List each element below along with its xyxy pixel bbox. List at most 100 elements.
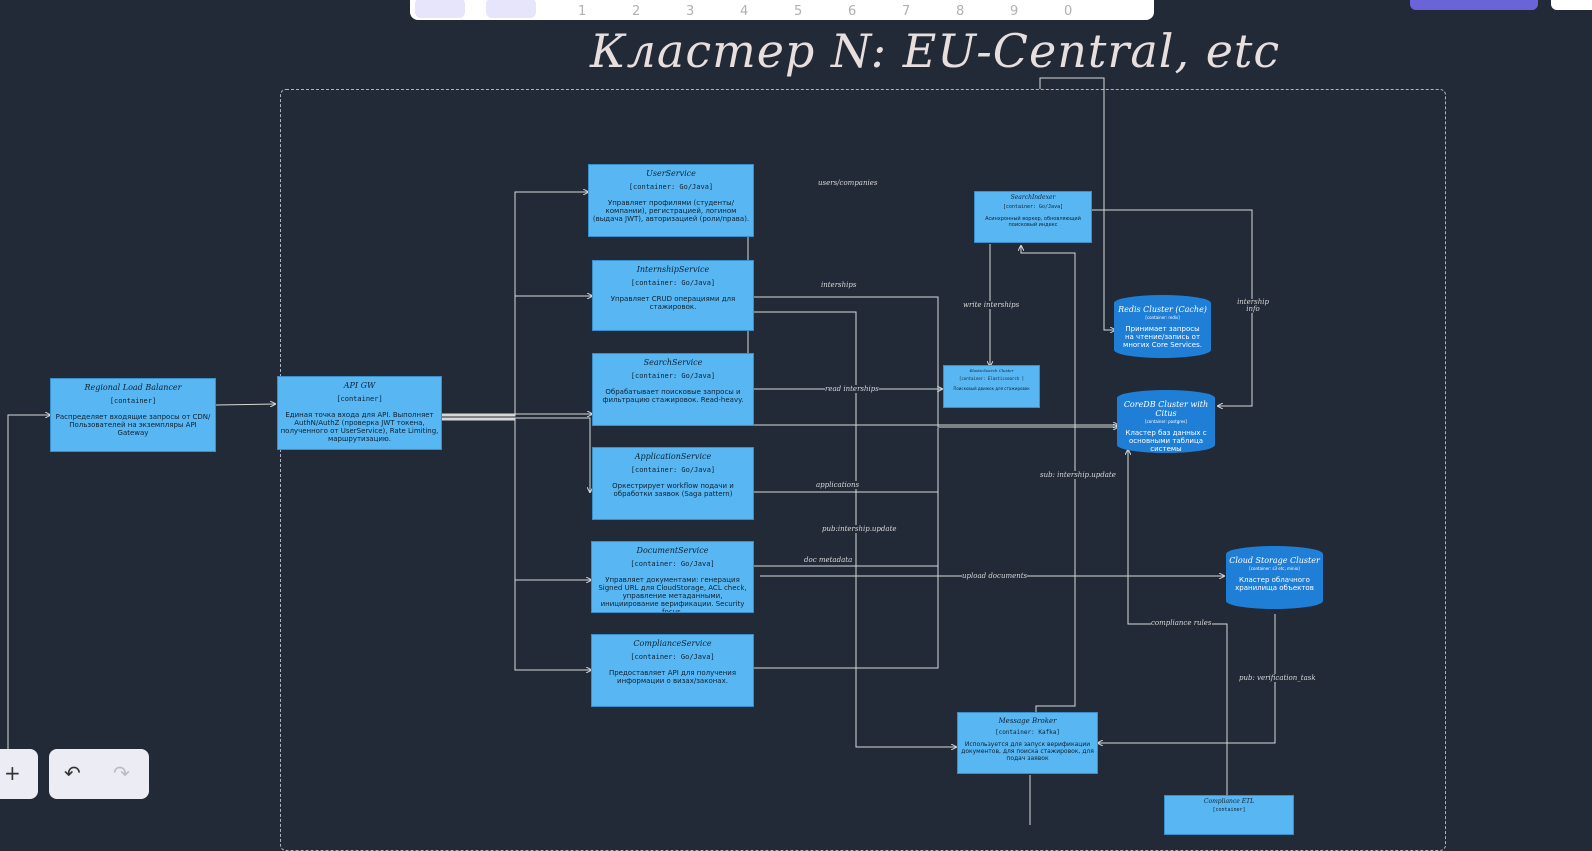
tool-key[interactable]: 7	[902, 4, 911, 19]
node-name: ComplianceService	[633, 639, 712, 648]
compliance-service[interactable]: ComplianceService [container: Go/Java] П…	[591, 634, 754, 707]
add-icon[interactable]: +	[4, 761, 21, 785]
tool-key[interactable]: 8	[956, 4, 965, 19]
node-name: API GW	[343, 381, 376, 390]
cloud-storage-cluster[interactable]: Cloud Storage Cluster [container: s3 etc…	[1226, 546, 1323, 609]
regional-load-balancer[interactable]: Regional Load Balancer [container] Распр…	[50, 378, 216, 452]
tool-key[interactable]: 3	[686, 4, 695, 19]
elasticsearch-cluster[interactable]: ElasticSearch Cluster [container: Elasti…	[943, 365, 1040, 408]
node-name: Message Broker	[998, 717, 1057, 725]
redo-icon[interactable]: ↷	[113, 761, 130, 785]
node-type: [container: Go/Java]	[1002, 204, 1064, 210]
db-name: Cloud Storage Cluster	[1229, 556, 1320, 565]
node-name: ApplicationService	[634, 452, 712, 461]
edge-intern-core	[754, 296, 1118, 427]
user-service[interactable]: UserService [container: Go/Java] Управля…	[588, 164, 754, 237]
edge-label[interactable]: pub:intership.update	[822, 525, 897, 533]
edge-api-doc	[442, 418, 591, 580]
edge-label[interactable]: pub: verification_task	[1239, 674, 1316, 682]
edge-label[interactable]: read interships	[825, 385, 879, 393]
redis-cluster[interactable]: Redis Cluster (Cache) [container: redis]…	[1114, 295, 1211, 358]
tool-key[interactable]: 0	[1064, 4, 1073, 19]
node-type: [container: Kafka]	[994, 729, 1061, 736]
node-type: [container: Go/Java]	[630, 372, 716, 380]
node-desc: Поисковый движок для стажировок	[953, 386, 1030, 391]
tool-key[interactable]: 1	[578, 4, 587, 19]
edge-label[interactable]: users/companies	[818, 179, 878, 187]
search-indexer[interactable]: SearchIndexer [container: Go/Java] Асинх…	[974, 191, 1092, 243]
api-gateway[interactable]: API GW [container] Единая точка входа дл…	[277, 376, 442, 450]
tool-key[interactable]: 9	[1010, 4, 1019, 19]
top-toolbar: 1 2 3 4 5 6 7 8 9 0	[410, 0, 1154, 20]
tool-button[interactable]	[486, 0, 536, 18]
edge-label[interactable]: write interships	[963, 301, 1020, 309]
edge-label[interactable]: intership info	[1236, 298, 1270, 313]
history-panel: ↶ ↷	[49, 749, 149, 799]
node-name: SearchIndexer	[1010, 194, 1056, 201]
node-type: [container: Elasticsearch ]	[958, 376, 1025, 381]
edge-api-app	[442, 417, 590, 492]
tool-key[interactable]: 5	[794, 4, 803, 19]
edge-comp-core	[754, 428, 939, 669]
node-type: [container]	[336, 395, 383, 403]
db-type: [container: postgres]	[1145, 419, 1187, 424]
edge-cloud-broker	[1098, 614, 1276, 743]
db-type: [container: s3 etc, minio]	[1249, 566, 1300, 571]
db-desc: Кластер облачного хранилища объектов	[1235, 576, 1314, 592]
search-service[interactable]: SearchService [container: Go/Java] Обраб…	[592, 353, 754, 426]
connectors	[7, 77, 1276, 825]
edge-api-comp	[442, 419, 591, 670]
node-desc: Управляет профилями (студенты/компании),…	[592, 199, 750, 223]
undo-icon[interactable]: ↶	[64, 761, 81, 785]
edge-broker-indexer	[1021, 246, 1076, 712]
edge-doc-core	[754, 428, 939, 567]
message-broker[interactable]: Message Broker [container: Kafka] Исполь…	[957, 712, 1098, 774]
edge-api-intern	[442, 296, 592, 417]
db-name: Redis Cluster (Cache)	[1118, 305, 1207, 314]
tool-button[interactable]	[415, 0, 465, 18]
node-type: [container]	[1212, 807, 1246, 813]
edge-label[interactable]: applications	[816, 481, 860, 489]
edge-label[interactable]: doc metadata	[804, 556, 853, 564]
node-desc: Распределяет входящие запросы от CDN/Пол…	[55, 413, 211, 437]
node-type: [container: Go/Java]	[630, 279, 716, 287]
internship-service[interactable]: InternshipService [container: Go/Java] У…	[592, 260, 754, 331]
node-desc: Единая точка входа для API. Выполняет Au…	[280, 411, 439, 443]
share-button[interactable]	[1410, 0, 1538, 10]
node-type: [container: Go/Java]	[628, 183, 714, 191]
coredb-cluster[interactable]: CoreDB Cluster with Citus [container: po…	[1117, 390, 1215, 453]
node-type: [container]	[109, 397, 157, 405]
node-name: UserService	[646, 169, 696, 178]
node-desc: Используется для запуск верификации доку…	[961, 741, 1094, 762]
node-desc: Обрабатывает поисковые запросы и фильтра…	[602, 388, 744, 404]
tool-key[interactable]: 2	[632, 4, 641, 19]
tool-key[interactable]: 4	[740, 4, 749, 19]
node-name: InternshipService	[636, 265, 710, 274]
application-service[interactable]: ApplicationService [container: Go/Java] …	[592, 447, 754, 520]
document-service[interactable]: DocumentService [container: Go/Java] Упр…	[591, 541, 754, 613]
db-desc: Принимает запросы на чтение/запись от мн…	[1123, 325, 1202, 349]
edge-label[interactable]: sub: intership.update	[1040, 471, 1116, 479]
node-name: Regional Load Balancer	[84, 383, 182, 392]
node-type: [container: Go/Java]	[630, 466, 716, 474]
edge-label[interactable]: compliance rules	[1151, 619, 1212, 627]
edge-left-rlb	[7, 415, 50, 760]
db-type: [container: redis]	[1145, 315, 1180, 320]
node-name: Compliance ETL	[1203, 798, 1255, 805]
node-desc: Оркестрирует workflow подачи и обработки…	[612, 482, 734, 498]
edge-rlb-api	[215, 404, 275, 405]
edge-label[interactable]: interships	[821, 281, 857, 289]
node-desc: Управляет документами: генерация Signed …	[598, 576, 747, 613]
tool-key[interactable]: 6	[848, 4, 857, 19]
node-type: [container: Go/Java]	[630, 560, 715, 568]
node-desc: Управляет CRUD операциями для стажировок…	[610, 295, 736, 311]
diagram-title[interactable]: Кластер N: EU-Central, etc	[590, 24, 1281, 78]
node-name: SearchService	[643, 358, 703, 367]
edge-label[interactable]: upload documents	[962, 572, 1028, 580]
node-type: [container: Go/Java]	[630, 653, 715, 661]
library-button[interactable]	[1551, 0, 1592, 10]
node-desc: Асинхронный воркер, обновляющий поисковы…	[985, 216, 1081, 228]
zoom-panel: +	[0, 749, 38, 799]
compliance-etl[interactable]: Compliance ETL [container]	[1164, 795, 1294, 835]
node-name: DocumentService	[636, 546, 709, 555]
